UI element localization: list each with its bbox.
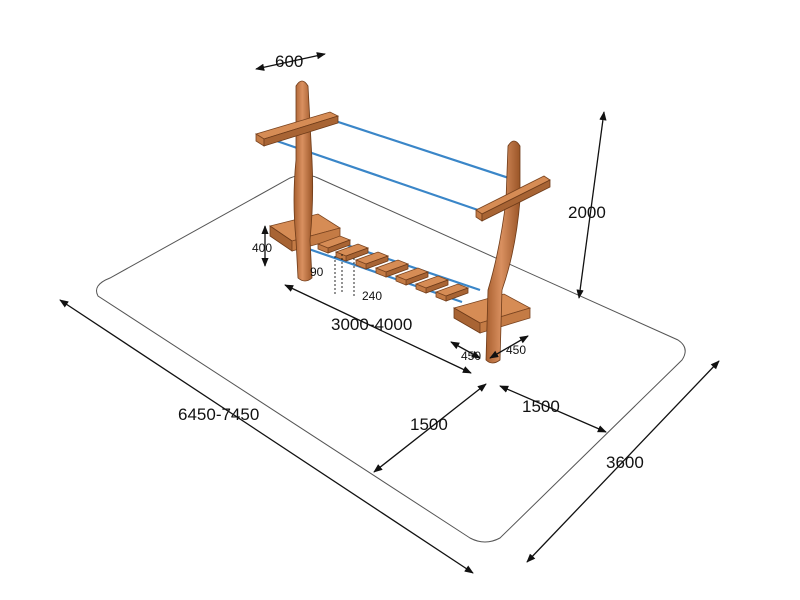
dim-label-total-width: 3600 bbox=[606, 453, 644, 472]
plank bbox=[394, 267, 430, 286]
left-crossbeam bbox=[255, 111, 340, 147]
dim-arrow-total-width bbox=[526, 360, 720, 563]
dim-label-plank-gap: 240 bbox=[362, 289, 382, 303]
dim-arrow-platform-width bbox=[489, 335, 529, 359]
safety-zone-outline bbox=[96, 174, 686, 543]
dim-arrow-top-spacing bbox=[255, 52, 326, 71]
dim-arrow-total-length bbox=[59, 299, 474, 574]
dim-label-platform-width: 450 bbox=[506, 343, 526, 357]
dim-label-platform-depth: 450 bbox=[461, 349, 481, 363]
dim-label-zone-side: 1500 bbox=[522, 397, 560, 416]
dim-label-height: 2000 bbox=[568, 203, 606, 222]
right-crossbeam bbox=[475, 175, 551, 222]
dim-arrow-height bbox=[576, 111, 607, 299]
right-post bbox=[485, 140, 521, 364]
plank bbox=[334, 243, 370, 262]
dim-label-platform-height: 400 bbox=[252, 241, 272, 255]
dim-label-zone-front: 1500 bbox=[410, 415, 448, 434]
top-rope-back bbox=[319, 114, 516, 182]
plank bbox=[354, 251, 390, 270]
dim-label-top-spacing: 600 bbox=[275, 52, 303, 71]
dim-label-bridge-length: 3000-4000 bbox=[331, 315, 412, 334]
left-post bbox=[293, 80, 314, 282]
dim-label-plank-width: 90 bbox=[310, 265, 324, 279]
plank bbox=[316, 235, 352, 254]
dim-label-total-length: 6450-7450 bbox=[178, 405, 259, 424]
plank bbox=[374, 259, 410, 278]
bridge-planks bbox=[316, 235, 470, 302]
